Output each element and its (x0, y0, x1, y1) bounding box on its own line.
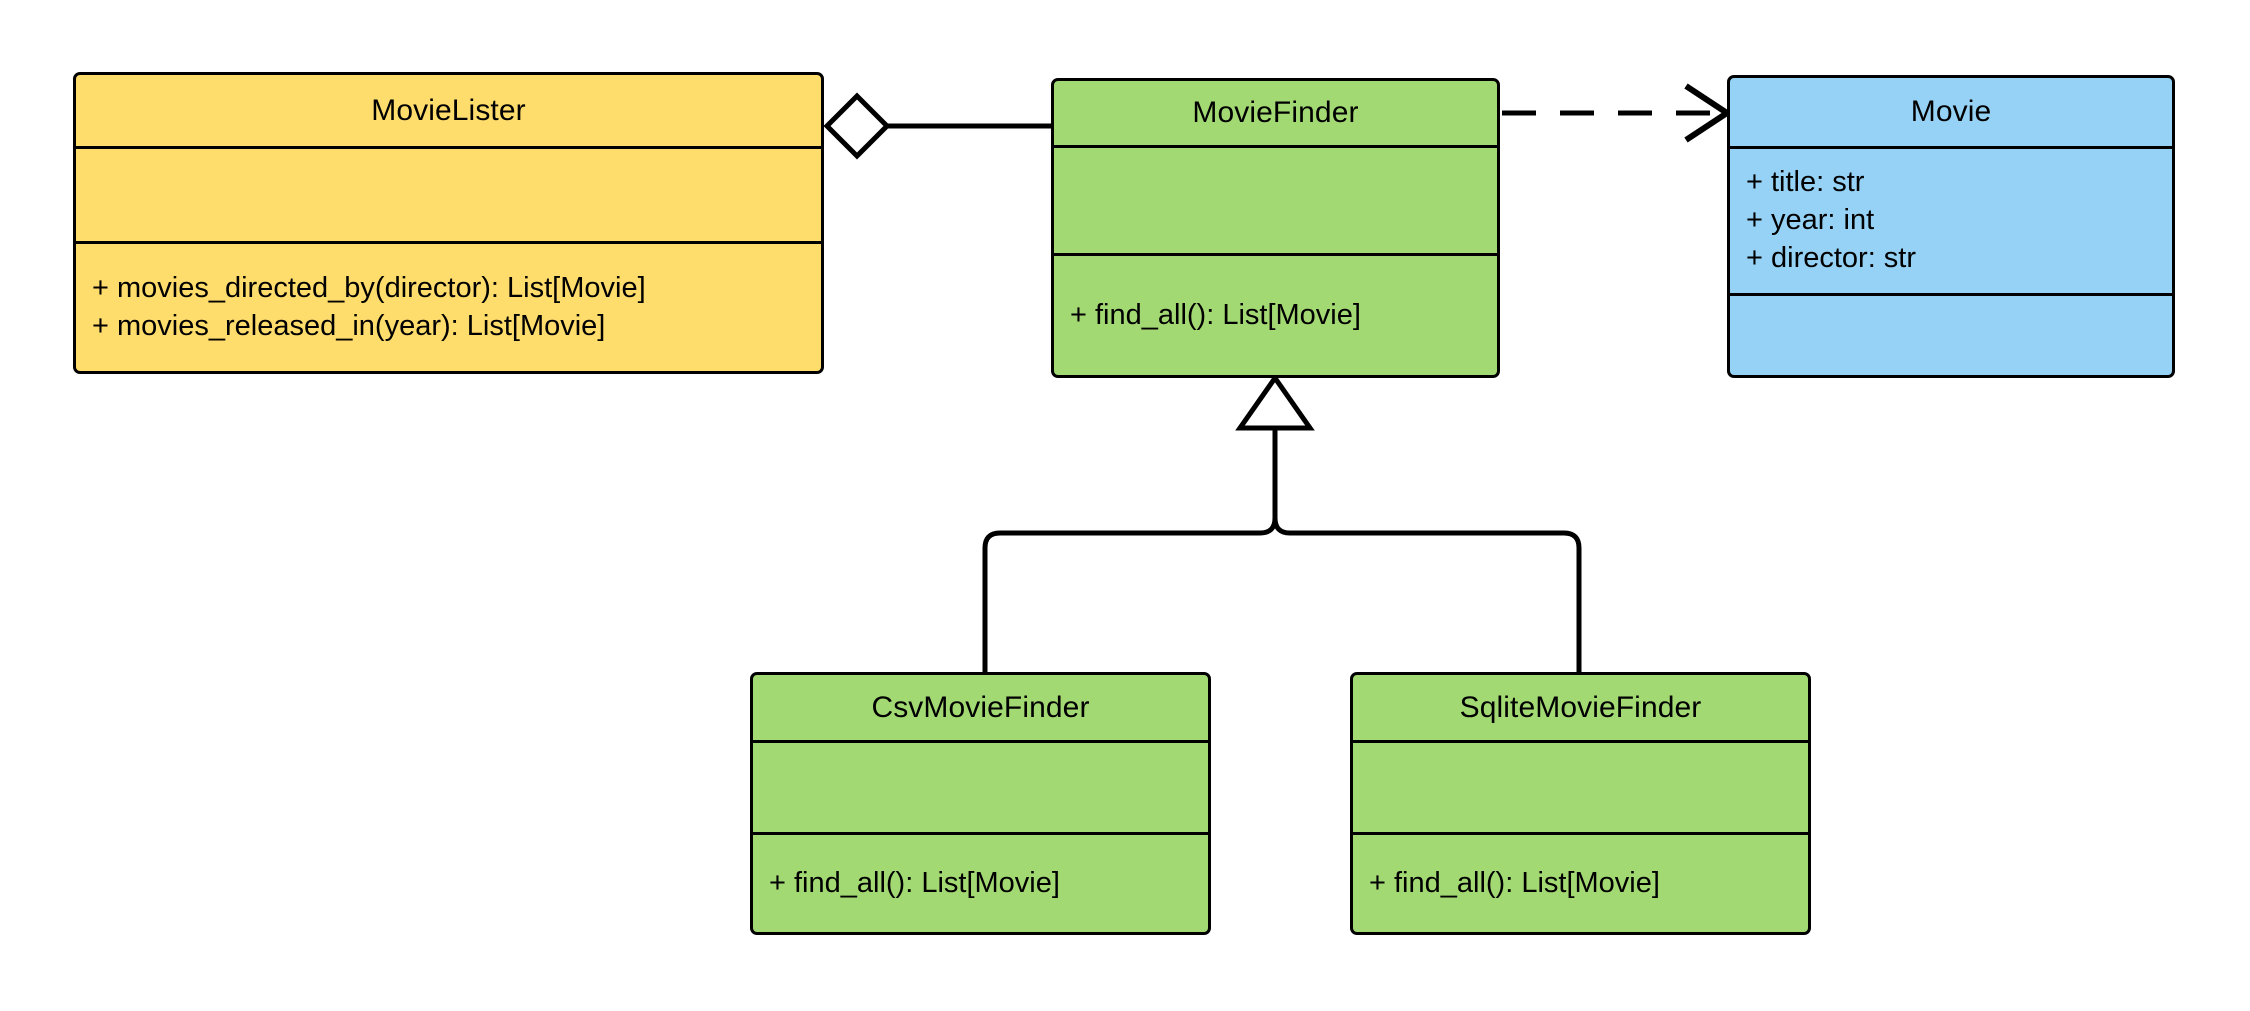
class-box-movie[interactable]: Movie + title: str + year: int + directo… (1727, 75, 2175, 378)
attribute-line: + title: str (1746, 166, 1865, 199)
methods-compartment-sqlite-movie-finder: + find_all(): List[Movie] (1353, 832, 1808, 932)
class-box-sqlite-movie-finder[interactable]: SqliteMovieFinder + find_all(): List[Mov… (1350, 672, 1811, 935)
aggregation-lister-to-finder (823, 92, 1051, 160)
dependency-finder-to-movie (1502, 83, 1733, 143)
hollow-diamond-icon (823, 92, 891, 160)
method-line: + movies_directed_by(director): List[Mov… (92, 271, 646, 304)
class-name-csv-movie-finder: CsvMovieFinder (871, 690, 1090, 724)
methods-compartment-movie-finder: + find_all(): List[Movie] (1054, 253, 1497, 375)
class-box-movie-lister[interactable]: MovieLister + movies_directed_by(directo… (73, 72, 824, 374)
attributes-compartment-movie-lister (76, 146, 821, 241)
method-line: + find_all(): List[Movie] (769, 866, 1060, 899)
attributes-compartment-movie-finder (1054, 145, 1497, 253)
attribute-line: + director: str (1746, 241, 1917, 274)
generalization-branch-csv (982, 427, 1278, 672)
method-line: + find_all(): List[Movie] (1369, 866, 1660, 899)
class-box-csv-movie-finder[interactable]: CsvMovieFinder + find_all(): List[Movie] (750, 672, 1211, 935)
methods-compartment-csv-movie-finder: + find_all(): List[Movie] (753, 832, 1208, 932)
generalization-branch-sqlite (1272, 427, 1582, 672)
attribute-line: + year: int (1746, 204, 1875, 236)
open-arrow-icon (1684, 83, 1733, 143)
attributes-compartment-sqlite-movie-finder (1353, 740, 1808, 832)
class-box-movie-finder[interactable]: MovieFinder + find_all(): List[Movie] (1051, 78, 1500, 378)
class-name-sqlite-movie-finder: SqliteMovieFinder (1459, 690, 1702, 724)
methods-compartment-movie (1730, 293, 2172, 375)
class-name-movie: Movie (1910, 95, 1992, 128)
class-name-movie-finder: MovieFinder (1192, 96, 1359, 129)
hollow-triangle-icon (1235, 373, 1315, 431)
class-name-movie-lister: MovieLister (371, 93, 526, 127)
method-line: + find_all(): List[Movie] (1070, 298, 1361, 331)
generalization-tree-to-finder (982, 373, 1582, 672)
methods-compartment-movie-lister: + movies_directed_by(director): List[Mov… (76, 241, 821, 371)
method-line: + movies_released_in(year): List[Movie] (92, 309, 606, 342)
attributes-compartment-movie: + title: str + year: int + director: str (1730, 146, 2172, 293)
attributes-compartment-csv-movie-finder (753, 740, 1208, 832)
